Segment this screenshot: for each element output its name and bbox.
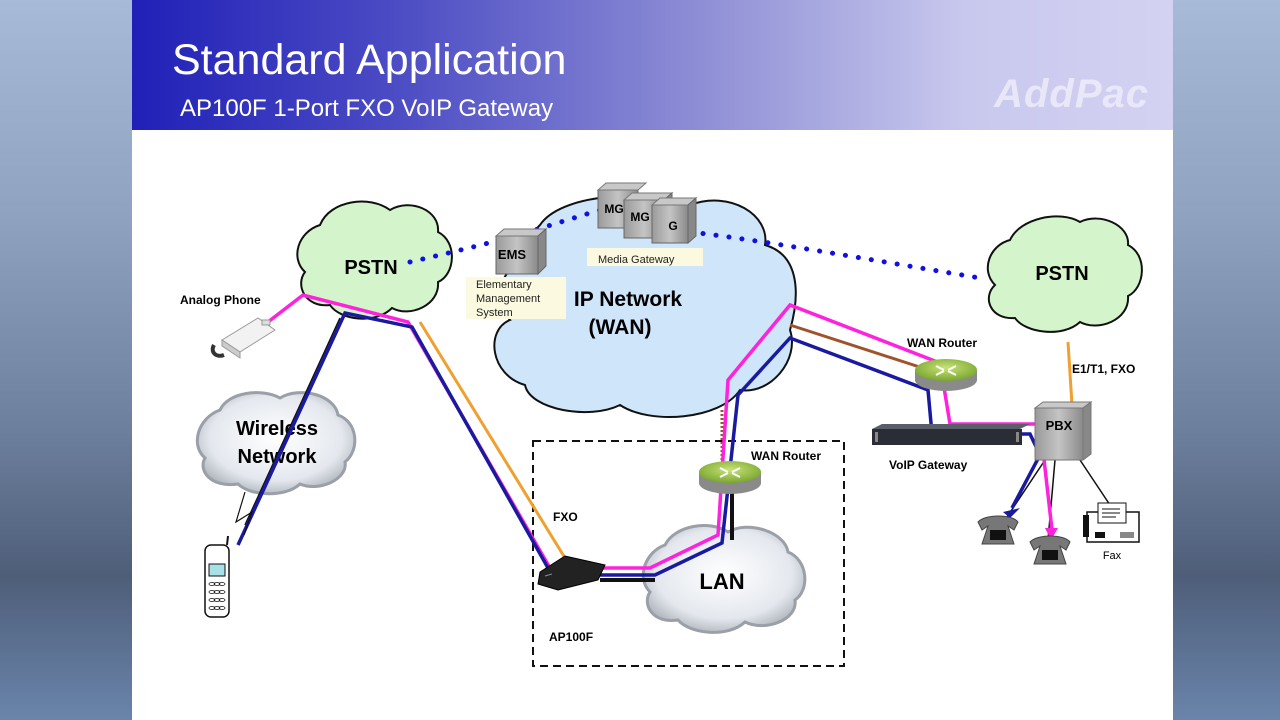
ems-desc-line2: Management: [476, 293, 540, 305]
black-pbx-phone2-link: [1047, 459, 1056, 541]
slide-title: Standard Application: [172, 36, 567, 84]
black-phone-link: [244, 317, 341, 526]
ems-description-box: Elementary Management System: [466, 277, 566, 319]
title-banner: Standard Application AP100F 1-Port FXO V…: [132, 0, 1173, 130]
e1t1-fxo-label: E1/T1, FXO: [1072, 362, 1135, 376]
blue-arrowhead: [1003, 508, 1020, 518]
pstn-right-cloud: PSTN: [986, 215, 1143, 333]
ip-network-label: IP Network: [574, 288, 682, 311]
pstn-left-cloud: PSTN: [296, 200, 453, 320]
pstn-right-label: PSTN: [1035, 263, 1088, 285]
ems-label: EMS: [498, 247, 527, 262]
ap100f-site-box: [532, 440, 845, 667]
pbx-device: PBX: [1033, 401, 1093, 461]
wireless-network-cloud: Wireless Network: [195, 391, 357, 496]
ems-desc-line1: Elementary: [476, 279, 532, 291]
black-pbx-fax-link: [1079, 459, 1111, 506]
mobile-phone-icon: [204, 535, 230, 618]
media-gateway-servers: MG MG G: [596, 182, 698, 245]
fax-machine-icon: [1083, 502, 1140, 543]
wireless-signal-icon: [234, 491, 254, 536]
desk-phone-2-icon: [1029, 535, 1071, 565]
addpac-logo: AddPac: [994, 72, 1149, 116]
analog-phone-label: Analog Phone: [180, 293, 261, 307]
media-gateway-label-box: Media Gateway: [587, 248, 703, 266]
voip-gateway-device: [872, 424, 1030, 445]
pbx-label: PBX: [1046, 418, 1073, 433]
lan-cloud: LAN: [641, 524, 807, 634]
fax-label: Fax: [1103, 550, 1122, 562]
lan-label: LAN: [699, 569, 744, 594]
wan-router-right-label: WAN Router: [907, 336, 977, 350]
voip-gateway-label: VoIP Gateway: [889, 458, 968, 472]
orange-fxo-line: [418, 321, 567, 559]
media-gateway-3: G: [650, 196, 698, 245]
wan-router-right-icon: [915, 359, 977, 391]
pstn-left-label: PSTN: [344, 257, 397, 279]
network-diagram: IP Network (WAN) PSTN PSTN Wireless Netw…: [180, 182, 1143, 667]
ems-server: EMS: [494, 227, 548, 276]
mg3-label: G: [668, 219, 677, 233]
magenta-arrowhead: [1045, 528, 1058, 540]
media-gateway-label: Media Gateway: [598, 254, 675, 266]
wan-router-lan-label: WAN Router: [751, 449, 821, 463]
ip-network-wan-label: (WAN): [589, 316, 652, 339]
ap100f-device: [537, 555, 606, 591]
slide-subtitle: AP100F 1-Port FXO VoIP Gateway: [180, 95, 554, 122]
wireless-label-1: Wireless: [236, 418, 318, 440]
ip-network-cloud: IP Network (WAN): [493, 194, 797, 418]
brown-link-line: [789, 323, 936, 374]
mg2-label: MG: [630, 210, 649, 224]
fxo-label: FXO: [553, 510, 578, 524]
wan-router-lan-icon: [699, 461, 761, 494]
orange-e1t1-line: [1066, 341, 1074, 406]
desk-phone-1-icon: [977, 515, 1019, 545]
ap100f-label: AP100F: [549, 630, 593, 644]
blue-call-path: [236, 311, 1042, 577]
ems-desc-line3: System: [476, 307, 513, 319]
mg1-label: MG: [604, 202, 623, 216]
slide: Standard Application AP100F 1-Port FXO V…: [132, 0, 1173, 720]
analog-phone-icon: [210, 317, 276, 359]
